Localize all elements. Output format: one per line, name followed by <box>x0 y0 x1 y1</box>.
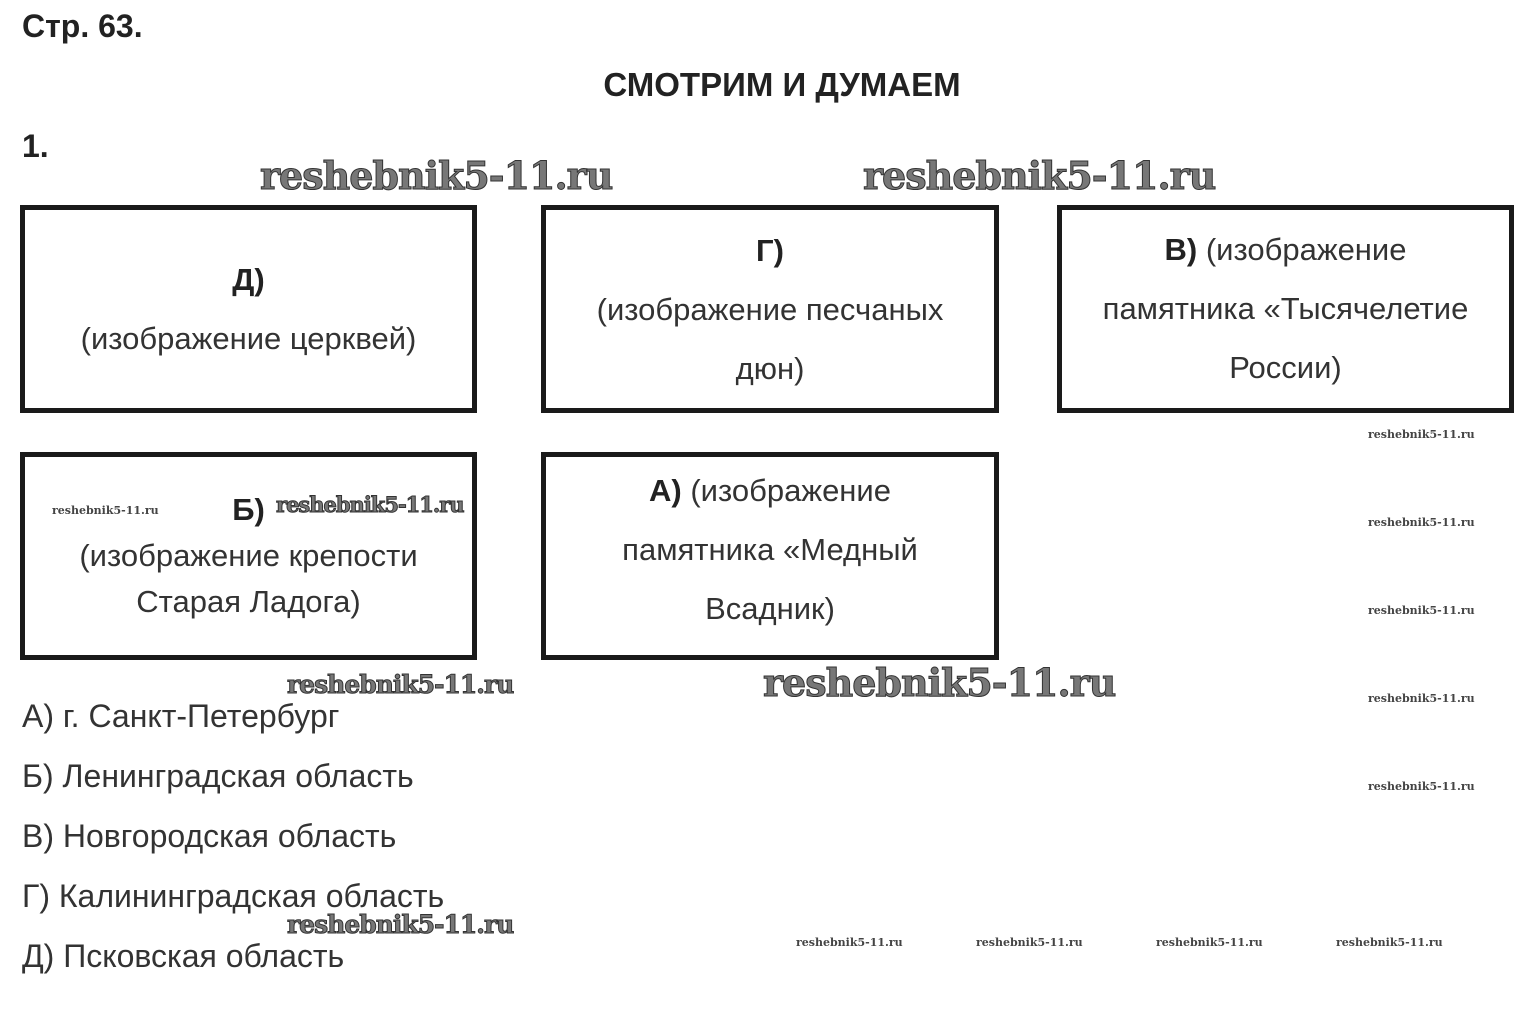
watermark: reshebnik5-11.ru <box>52 504 159 517</box>
answer-item: В) Новгородская область <box>22 818 397 854</box>
box-letter: А) <box>649 473 682 508</box>
box-letter: В) <box>1164 232 1198 267</box>
watermark: reshebnik5-11.ru <box>1368 780 1475 793</box>
box-letter: Д) <box>232 262 265 297</box>
box-g: Г) (изображение песчаных дюн) <box>541 205 999 413</box>
answer-item: А) г. Санкт-Петербург <box>22 698 340 734</box>
watermark: reshebnik5-11.ru <box>762 660 1116 706</box>
watermark: reshebnik5-11.ru <box>1336 936 1443 949</box>
answer-item: Г) Калининградская область <box>22 878 445 914</box>
box-text: (изображение памятника «Тысячелетие Росс… <box>1102 232 1469 385</box>
watermark: reshebnik5-11.ru <box>286 670 514 700</box>
watermark: reshebnik5-11.ru <box>1368 692 1475 705</box>
watermark: reshebnik5-11.ru <box>976 936 1083 949</box>
watermark: reshebnik5-11.ru <box>1368 516 1475 529</box>
page-reference: Стр. 63. <box>22 8 143 44</box>
box-a: А) (изображение памятника «Медный Всадни… <box>541 452 999 660</box>
answer-item: Д) Псковская область <box>22 938 345 974</box>
watermark: reshebnik5-11.ru <box>286 910 514 940</box>
box-b: Б) (изображение крепости Старая Ладога) <box>20 452 477 660</box>
page-title: СМОТРИМ И ДУМАЕМ <box>603 66 961 103</box>
box-text: (изображение памятника «Медный Всадник) <box>622 473 918 626</box>
watermark: reshebnik5-11.ru <box>276 492 466 518</box>
box-text: (изображение песчаных дюн) <box>596 291 944 386</box>
watermark: reshebnik5-11.ru <box>1368 428 1475 441</box>
box-d: Д) (изображение церквей) <box>20 205 477 413</box>
box-text: (изображение крепости Старая Ладога) <box>79 538 418 619</box>
box-letter: Б) <box>232 492 265 527</box>
watermark: reshebnik5-11.ru <box>796 936 903 949</box>
watermark: reshebnik5-11.ru <box>1368 604 1475 617</box>
box-text: (изображение церквей) <box>80 321 417 356</box>
box-letter: Г) <box>756 232 784 268</box>
watermark: reshebnik5-11.ru <box>862 153 1216 199</box>
task-number: 1. <box>22 128 49 164</box>
watermark: reshebnik5-11.ru <box>259 153 613 199</box>
watermark: reshebnik5-11.ru <box>1156 936 1263 949</box>
answer-item: Б) Ленинградская область <box>22 758 414 794</box>
box-v: В) (изображение памятника «Тысячелетие Р… <box>1057 205 1514 413</box>
